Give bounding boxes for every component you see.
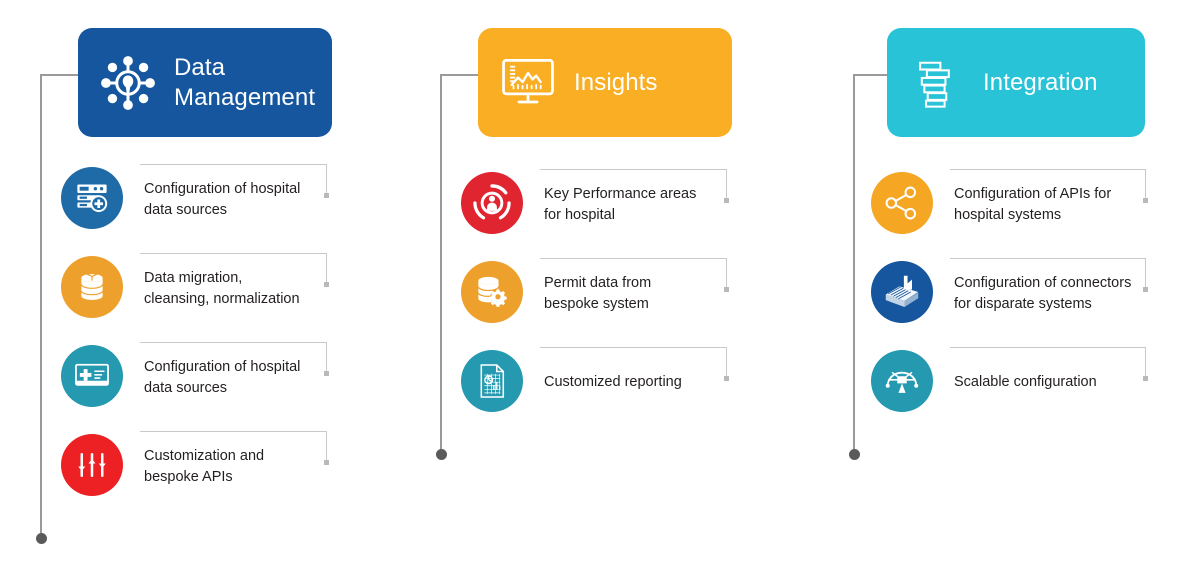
- item-icon-circle[interactable]: [61, 434, 123, 496]
- spine-vertical-line: [853, 74, 855, 452]
- column-data-management: Data Management Configuration of hospita…: [0, 0, 400, 565]
- item-icon-circle[interactable]: [61, 345, 123, 407]
- item-label: Customization and bespoke APIs: [144, 448, 265, 486]
- item-label: Configuration of connectors for disparat…: [954, 275, 1132, 313]
- spine-elbow-segment: [853, 74, 887, 76]
- item-bracket-drop: [1145, 169, 1147, 199]
- item-icon-circle[interactable]: [61, 167, 123, 229]
- share-nodes-icon: [883, 184, 921, 222]
- item-bracket-line: [540, 258, 726, 260]
- spine-vertical-line: [40, 74, 42, 536]
- item-bracket-line: [540, 347, 726, 349]
- list-item[interactable]: Configuration of hospital data sources: [0, 164, 400, 229]
- item-bracket-dot: [724, 198, 729, 203]
- server-add-icon: [74, 180, 110, 216]
- item-label: Data migration, cleansing, normalization: [144, 270, 300, 308]
- item-bracket-dot: [1143, 198, 1148, 203]
- item-bracket-drop: [726, 347, 728, 377]
- spine-end-dot: [848, 449, 860, 460]
- item-bracket-dot: [724, 287, 729, 292]
- item-icon-circle[interactable]: [461, 261, 523, 323]
- item-bracket-drop: [326, 253, 328, 283]
- item-bracket-drop: [726, 169, 728, 199]
- spine-elbow-segment: [40, 74, 78, 76]
- item-label: Scalable configuration: [954, 374, 1097, 390]
- item-bracket-line: [950, 347, 1145, 349]
- network-hub-icon: [96, 51, 160, 115]
- target-person-icon: [471, 182, 513, 224]
- connector-box-icon: [882, 272, 922, 312]
- item-bracket-line: [950, 258, 1145, 260]
- list-item[interactable]: Key Performance areas for hospital: [400, 169, 800, 234]
- stacked-bars-icon: [905, 51, 969, 115]
- item-bracket-line: [950, 169, 1145, 171]
- item-bracket-dot: [1143, 376, 1148, 381]
- list-item[interactable]: Customized reporting: [400, 347, 800, 412]
- header-title-insights: Insights: [574, 68, 658, 96]
- monitor-chart-icon: [496, 51, 560, 115]
- item-bracket-drop: [326, 431, 328, 461]
- item-bracket-line: [140, 253, 326, 255]
- item-bracket-dot: [324, 282, 329, 287]
- scalable-node-icon: [883, 362, 921, 400]
- item-bracket-line: [140, 164, 326, 166]
- medical-card-icon: [73, 357, 111, 395]
- sliders-icon: [76, 449, 108, 481]
- item-bracket-line: [140, 342, 326, 344]
- list-item[interactable]: Scalable configuration: [800, 347, 1200, 412]
- header-title-data-management: Data Management: [174, 54, 316, 111]
- list-item[interactable]: Customization and bespoke APIs: [0, 431, 400, 496]
- database-gear-icon: [473, 273, 511, 311]
- database-icon: [75, 270, 109, 304]
- item-bracket-dot: [324, 371, 329, 376]
- item-icon-circle[interactable]: [871, 350, 933, 412]
- item-bracket-drop: [1145, 347, 1147, 377]
- item-bracket-drop: [1145, 258, 1147, 288]
- item-bracket-dot: [1143, 287, 1148, 292]
- header-card-data-management[interactable]: Data Management: [78, 28, 332, 137]
- item-icon-circle[interactable]: [871, 172, 933, 234]
- header-card-insights[interactable]: Insights: [478, 28, 732, 137]
- header-card-integration[interactable]: Integration: [887, 28, 1145, 137]
- report-document-icon: [473, 362, 511, 400]
- item-bracket-dot: [324, 460, 329, 465]
- item-icon-circle[interactable]: [61, 256, 123, 318]
- item-bracket-dot: [724, 376, 729, 381]
- list-item[interactable]: Permit data from bespoke system: [400, 258, 800, 323]
- item-label: Key Performance areas for hospital: [544, 186, 697, 224]
- item-label: Configuration of APIs for hospital syste…: [954, 186, 1112, 224]
- item-bracket-line: [140, 431, 326, 433]
- item-label: Permit data from bespoke system: [544, 275, 652, 313]
- column-integration: Integration Configuration of APIs for ho…: [800, 0, 1200, 565]
- item-bracket-drop: [326, 164, 328, 194]
- item-icon-circle[interactable]: [461, 172, 523, 234]
- item-bracket-dot: [324, 193, 329, 198]
- item-icon-circle[interactable]: [461, 350, 523, 412]
- column-insights: Insights Key Performance areas for hospi…: [400, 0, 800, 565]
- item-bracket-line: [540, 169, 726, 171]
- item-bracket-drop: [726, 258, 728, 288]
- spine-elbow-segment: [440, 74, 478, 76]
- list-item[interactable]: Configuration of hospital data sources: [0, 342, 400, 407]
- spine-vertical-line: [440, 74, 442, 452]
- list-item[interactable]: Data migration, cleansing, normalization: [0, 253, 400, 318]
- item-label: Customized reporting: [544, 374, 682, 390]
- item-icon-circle[interactable]: [871, 261, 933, 323]
- header-title-integration: Integration: [983, 68, 1098, 96]
- list-item[interactable]: Configuration of connectors for disparat…: [800, 258, 1200, 323]
- item-bracket-drop: [326, 342, 328, 372]
- item-label: Configuration of hospital data sources: [144, 359, 301, 397]
- spine-end-dot: [35, 533, 47, 544]
- item-label: Configuration of hospital data sources: [144, 181, 301, 219]
- spine-end-dot: [435, 449, 447, 460]
- list-item[interactable]: Configuration of APIs for hospital syste…: [800, 169, 1200, 234]
